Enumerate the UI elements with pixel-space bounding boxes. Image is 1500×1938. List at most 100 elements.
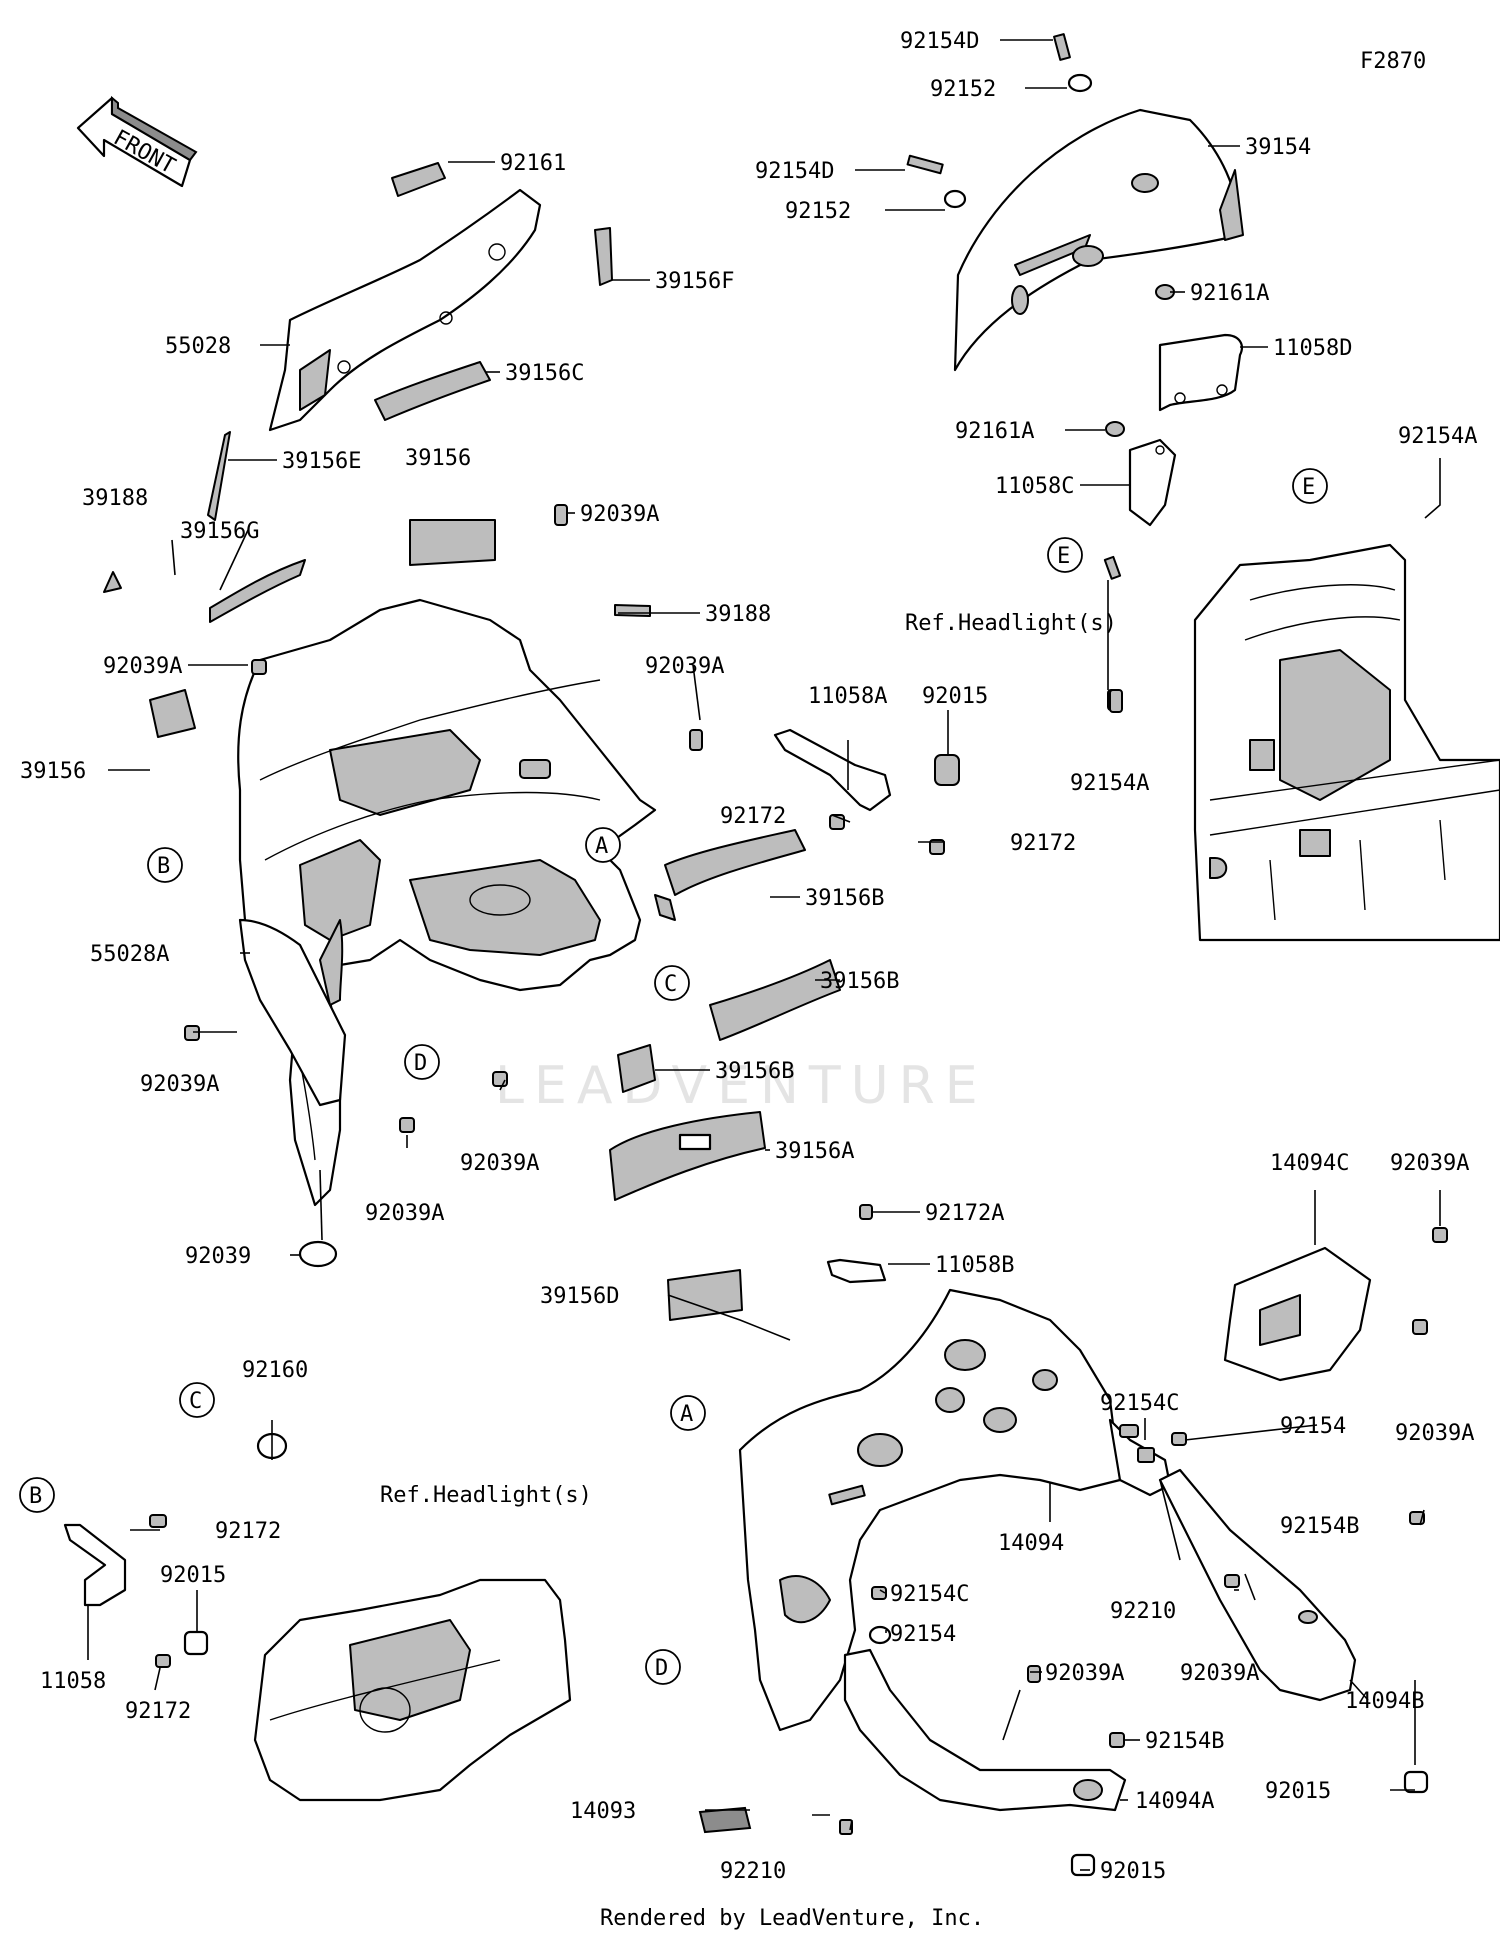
label-39156A: 39156A (775, 1139, 854, 1164)
label-39156D: 39156D (540, 1284, 619, 1309)
label-39156-left: 39156 (20, 759, 86, 784)
label-92039A-left: 92039A (103, 654, 182, 679)
callout-B-lower: B (19, 1477, 55, 1513)
callout-B-lower-letter: B (29, 1484, 42, 1509)
pad-39156A (609, 1111, 766, 1201)
label-92161: 92161 (500, 151, 566, 176)
label-92015-right: 92015 (1265, 1779, 1331, 1804)
label-92154A-right: 92154A (1398, 424, 1477, 449)
label-55028A: 55028A (90, 942, 169, 967)
label-92039A-lower-right: 92039A (1180, 1661, 1259, 1686)
label-92160: 92160 (242, 1358, 308, 1383)
label-92039A-side: 92039A (140, 1072, 219, 1097)
label-11058A: 11058A (808, 684, 887, 709)
callout-C-lower-letter: C (189, 1389, 202, 1414)
pads-upper-left (103, 162, 651, 738)
callout-E-upper-letter: E (1302, 475, 1315, 500)
label-11058D: 11058D (1273, 336, 1352, 361)
small-hardware-upper-right (906, 33, 1175, 711)
upper-cowl-main (237, 598, 657, 1207)
label-92039: 92039 (185, 1244, 251, 1269)
bracket-11058 (63, 1514, 209, 1668)
pads-39156B (617, 829, 841, 1093)
label-92154A-frame: 92154A (1070, 771, 1149, 796)
cowl-panel-55028 (268, 188, 542, 432)
label-14093: 14093 (570, 1799, 636, 1824)
label-92172-lower-b: 92172 (125, 1699, 191, 1724)
callout-A-lower-letter: A (680, 1402, 693, 1427)
label-39156G: 39156G (180, 519, 259, 544)
callout-C-lower: C (179, 1382, 215, 1418)
watermark: LEADVENTURE (495, 1056, 988, 1116)
inner-cowl-14094 (738, 1288, 1172, 1732)
label-92039A-lower-center: 92039A (1045, 1661, 1124, 1686)
label-39156B-3: 39156B (715, 1059, 794, 1084)
callout-E-lower-letter: E (1057, 544, 1070, 569)
label-92015-bottom: 92015 (1100, 1859, 1166, 1884)
label-39156C: 39156C (505, 361, 584, 386)
label-92154D-mid: 92154D (755, 159, 834, 184)
label-14094: 14094 (998, 1531, 1064, 1556)
bracket-11058C (1128, 438, 1177, 527)
label-92210-lower: 92210 (720, 1859, 786, 1884)
label-92039A-low: 92039A (365, 1201, 444, 1226)
label-92152-top: 92152 (930, 77, 996, 102)
label-39156F: 39156F (655, 269, 734, 294)
label-92154-lower: 92154 (890, 1622, 956, 1647)
callout-E-lower: E (1047, 537, 1083, 573)
callout-E-upper: E (1292, 468, 1328, 504)
headlight-reference-lower (253, 1432, 572, 1802)
part-labels: 92154D 92152 39154 92154D 92152 92161A 1… (20, 29, 1477, 1884)
label-92039A-top: 92039A (580, 502, 659, 527)
label-11058: 11058 (40, 1669, 106, 1694)
label-92039A-mid: 92039A (645, 654, 724, 679)
label-92210-right: 92210 (1110, 1599, 1176, 1624)
bracket-14094A (843, 1648, 1127, 1812)
bolt-92154A-pair (1109, 689, 1123, 713)
callout-A-upper: A (585, 827, 621, 863)
label-39156-top: 39156 (405, 446, 471, 471)
label-92015-upper: 92015 (922, 684, 988, 709)
label-92154B-lower: 92154B (1145, 1729, 1224, 1754)
leader-lines (87, 39, 1441, 1871)
callout-B-upper: B (147, 847, 183, 883)
callout-D-lower-letter: D (655, 1656, 668, 1681)
label-14094C: 14094C (1270, 1151, 1349, 1176)
label-14094A: 14094A (1135, 1789, 1214, 1814)
label-92039A-right-low: 92039A (1395, 1421, 1474, 1446)
label-92152-mid: 92152 (785, 199, 851, 224)
callout-D-upper-letter: D (414, 1051, 427, 1076)
callout-A-lower: A (670, 1395, 706, 1431)
callout-C-upper-letter: C (664, 972, 677, 997)
headlight-frame-reference (1193, 543, 1500, 942)
label-39156E: 39156E (282, 449, 361, 474)
label-39188-left: 39188 (82, 486, 148, 511)
label-92172-lower-a: 92172 (215, 1519, 281, 1544)
ref-headlight-upper: Ref.Headlight(s) (905, 611, 1117, 636)
label-92015-lower-left: 92015 (160, 1563, 226, 1588)
label-39154: 39154 (1245, 135, 1311, 160)
label-92154B-upper: 92154B (1280, 1514, 1359, 1539)
label-92172A: 92172A (925, 1201, 1004, 1226)
front-direction-arrow: FRONT (76, 95, 198, 188)
label-92172-a: 92172 (720, 804, 786, 829)
bracket-11058D (1158, 333, 1243, 412)
windshield-39154 (953, 108, 1244, 372)
small-hardware-upper (184, 504, 945, 1268)
callout-D-lower: D (645, 1649, 681, 1685)
label-39156B-1: 39156B (805, 886, 884, 911)
callout-B-upper-letter: B (157, 854, 170, 879)
label-92154C-upper: 92154C (1100, 1391, 1179, 1416)
label-92154-upper: 92154 (1280, 1414, 1346, 1439)
label-92154C-lower: 92154C (890, 1582, 969, 1607)
callout-D-upper: D (404, 1044, 440, 1080)
ref-headlight-lower: Ref.Headlight(s) (380, 1483, 592, 1508)
bracket-11058B (667, 1258, 887, 1321)
figure-code: F2870 (1360, 49, 1426, 74)
callout-A-upper-letter: A (595, 834, 608, 859)
label-11058B: 11058B (935, 1253, 1014, 1278)
bracket-14094B (1158, 1468, 1357, 1702)
label-39188-right: 39188 (705, 602, 771, 627)
label-11058C: 11058C (995, 474, 1074, 499)
label-92161A-lower: 92161A (955, 419, 1034, 444)
